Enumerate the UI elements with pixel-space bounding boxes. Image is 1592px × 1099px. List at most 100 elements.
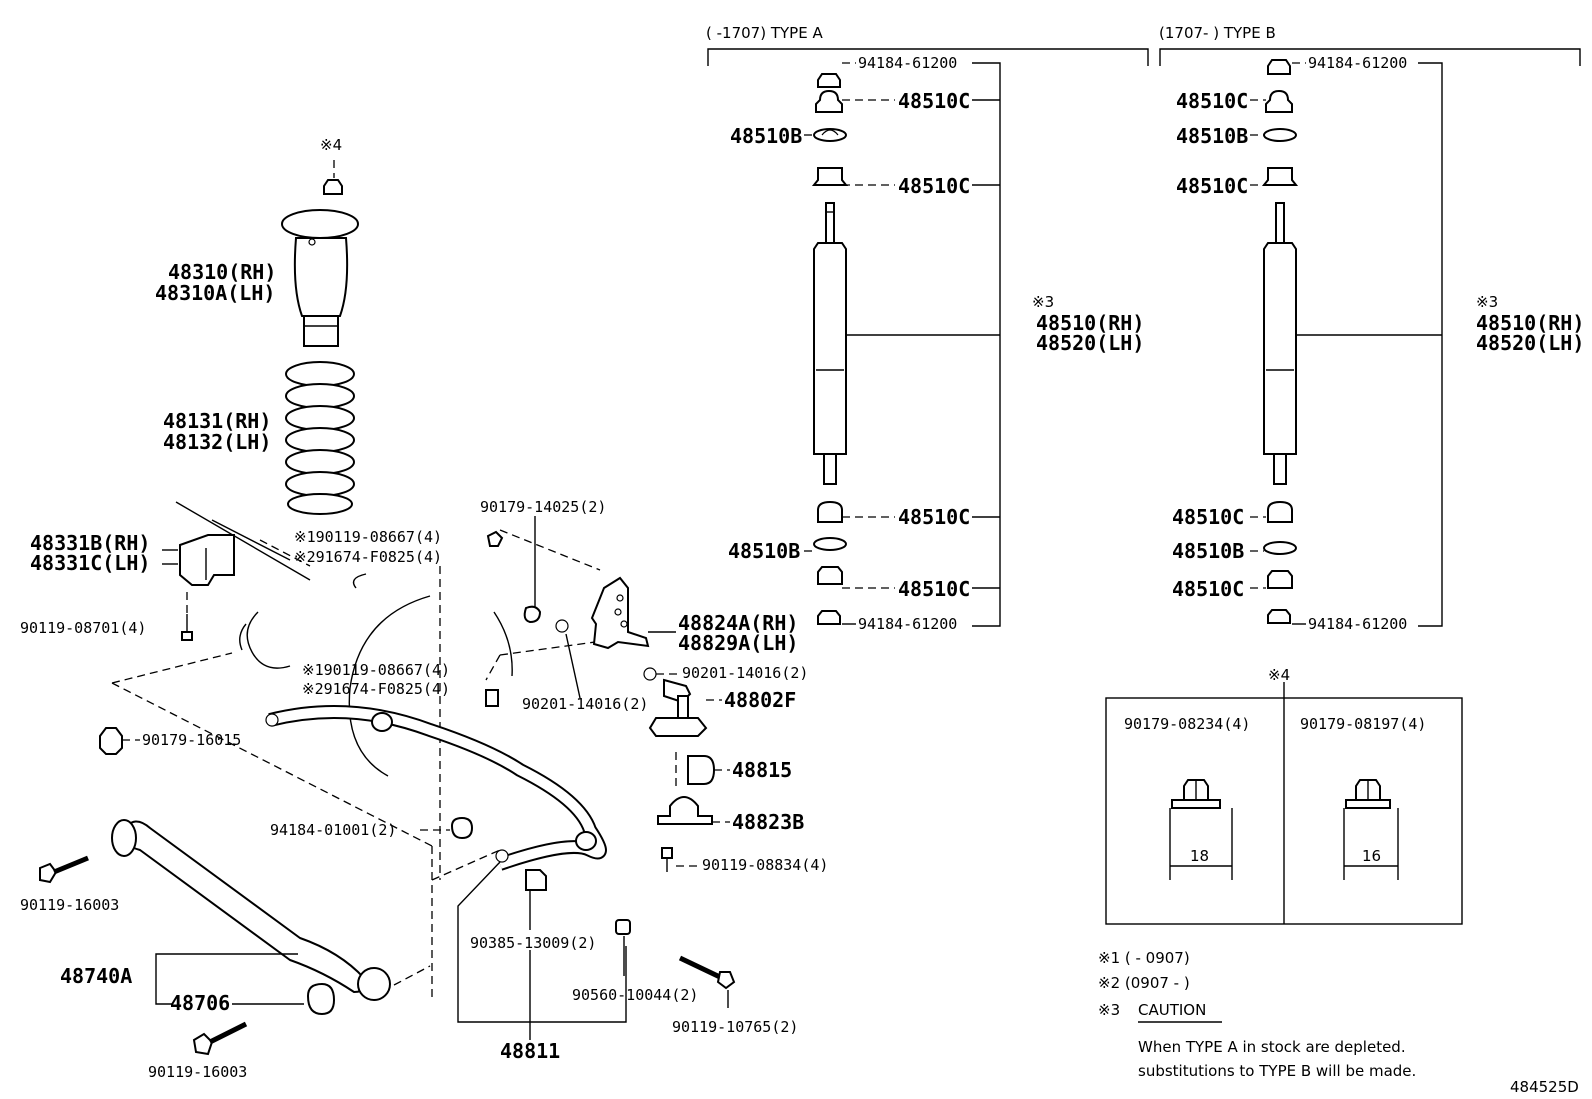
label-90119-08701: 90119-08701(4) bbox=[20, 619, 146, 637]
nut-icon bbox=[817, 610, 841, 625]
label-48510-rh: 48510(RH) bbox=[1476, 311, 1584, 335]
label-48740a: 48740A bbox=[60, 964, 132, 988]
stabilizer-bracket bbox=[590, 576, 650, 650]
type-a-shock-assembly bbox=[811, 73, 849, 625]
spring-upper-seat bbox=[281, 209, 359, 347]
label-90385-13009: 90385-13009(2) bbox=[470, 934, 596, 952]
flange-nut-16-icon bbox=[1343, 779, 1399, 880]
label-90201-14016: 90201-14016(2) bbox=[522, 695, 648, 713]
caution-heading: CAUTION bbox=[1138, 1001, 1206, 1019]
type-a-group-line bbox=[972, 62, 1001, 627]
label-48131-rh: 48131(RH) bbox=[163, 409, 271, 433]
label-48510c: 48510C bbox=[1172, 577, 1244, 601]
cushion-icon bbox=[817, 566, 843, 585]
cushion-icon bbox=[1265, 89, 1293, 113]
bump-stopper bbox=[179, 534, 235, 586]
shock-rod bbox=[825, 202, 835, 244]
label-48510c: 48510C bbox=[1172, 505, 1244, 529]
note-2: ※2 (0907 - ) bbox=[1098, 974, 1190, 992]
caution-line-1: When TYPE A in stock are depleted. bbox=[1138, 1038, 1406, 1056]
bolt-shank bbox=[208, 1021, 248, 1045]
shock-body bbox=[1263, 242, 1297, 455]
washer-icon bbox=[555, 619, 569, 633]
label-48510c: 48510C bbox=[898, 505, 970, 529]
label-48510c: 48510C bbox=[898, 174, 970, 198]
cushion-icon bbox=[1267, 570, 1293, 589]
label-note2-91674-f0825: ※291674-F0825(4) bbox=[302, 680, 450, 698]
label-48829a-lh: 48829A(LH) bbox=[678, 631, 798, 655]
label-48132-lh: 48132(LH) bbox=[163, 430, 271, 454]
bolt-shank bbox=[53, 855, 89, 875]
cushion-icon bbox=[811, 167, 849, 186]
bolt-icon bbox=[661, 847, 673, 859]
leader bbox=[155, 953, 298, 998]
leader bbox=[457, 861, 627, 1023]
shock-bottom-rod bbox=[823, 453, 837, 485]
stabilizer-bar bbox=[265, 705, 607, 871]
note-ref-4-box: ※4 bbox=[1268, 666, 1290, 684]
bolt-icon bbox=[192, 1032, 214, 1056]
nut-icon bbox=[99, 727, 123, 755]
label-94184-61200: 94184-61200 bbox=[858, 54, 957, 72]
leader bbox=[565, 633, 581, 699]
bolt-icon bbox=[39, 862, 58, 884]
label-48811: 48811 bbox=[500, 1039, 560, 1063]
label-48510b: 48510B bbox=[1176, 124, 1248, 148]
washer-icon bbox=[1263, 541, 1297, 555]
label-48520-lh: 48520(LH) bbox=[1476, 331, 1584, 355]
nut-spec-col2: 90179-08197(4) bbox=[1300, 715, 1426, 733]
note-1: ※1 ( - 0907) bbox=[1098, 949, 1190, 967]
caution-line-2: substitutions to TYPE B will be made. bbox=[1138, 1062, 1416, 1080]
label-48510b: 48510B bbox=[730, 124, 802, 148]
label-94184-61200: 94184-61200 bbox=[1308, 615, 1407, 633]
washer-icon bbox=[813, 537, 847, 551]
label-48824a-rh: 48824A(RH) bbox=[678, 611, 798, 635]
shock-bottom-rod bbox=[1273, 453, 1287, 485]
label-note1-90119-08667: ※190119-08667(4) bbox=[302, 661, 450, 679]
label-90179-14025: 90179-14025(2) bbox=[480, 498, 606, 516]
collar-icon bbox=[615, 919, 631, 935]
note-3-ref: ※3 bbox=[1098, 1001, 1120, 1019]
washer-detail bbox=[821, 129, 839, 136]
label-48510c: 48510C bbox=[1176, 89, 1248, 113]
nut-spec-col1: 90179-08234(4) bbox=[1124, 715, 1250, 733]
label-48510c: 48510C bbox=[1176, 174, 1248, 198]
label-94184-01001: 94184-01001(2) bbox=[270, 821, 396, 839]
bolt-icon bbox=[181, 631, 193, 641]
label-48510b: 48510B bbox=[1172, 539, 1244, 563]
label-94184-61200: 94184-61200 bbox=[858, 615, 957, 633]
type-b-group-line bbox=[1418, 62, 1443, 627]
cushion-icon bbox=[817, 500, 843, 523]
label-90119-16003: 90119-16003 bbox=[20, 896, 119, 914]
label-48802f: 48802F bbox=[724, 688, 796, 712]
label-48510b: 48510B bbox=[728, 539, 800, 563]
type-b-bracket bbox=[1159, 48, 1581, 66]
label-note2-91674-f0825: ※291674-F0825(4) bbox=[294, 548, 442, 566]
label-48520-lh: 48520(LH) bbox=[1036, 331, 1144, 355]
label-48706: 48706 bbox=[170, 991, 230, 1015]
cushion-icon bbox=[1261, 167, 1299, 186]
type-a-header: ( -1707) TYPE A bbox=[706, 24, 823, 42]
label-90119-10765: 90119-10765(2) bbox=[672, 1018, 798, 1036]
type-a-bracket bbox=[707, 48, 1149, 66]
washer-icon bbox=[643, 667, 657, 681]
nut-icon bbox=[450, 816, 474, 840]
figure-id: 484525D bbox=[1510, 1078, 1579, 1096]
bushing-icon bbox=[306, 982, 336, 1016]
shock-body bbox=[813, 242, 847, 455]
label-48510-rh: 48510(RH) bbox=[1036, 311, 1144, 335]
dimension-18: 18 bbox=[1190, 847, 1209, 865]
type-b-shock-assembly bbox=[1261, 59, 1299, 624]
washer-icon bbox=[1263, 128, 1297, 142]
note-ref-3: ※3 bbox=[1032, 293, 1054, 311]
nut-icon bbox=[1267, 59, 1291, 75]
label-48823b: 48823B bbox=[732, 810, 804, 834]
bolt-icon bbox=[716, 971, 736, 990]
label-48510c: 48510C bbox=[898, 89, 970, 113]
stabilizer-link bbox=[648, 678, 708, 737]
label-90201-14016: 90201-14016(2) bbox=[682, 664, 808, 682]
label-48310a-lh: 48310A(LH) bbox=[155, 281, 275, 305]
coil-spring bbox=[285, 361, 355, 515]
label-48510c: 48510C bbox=[898, 577, 970, 601]
shock-rod bbox=[1275, 202, 1285, 244]
